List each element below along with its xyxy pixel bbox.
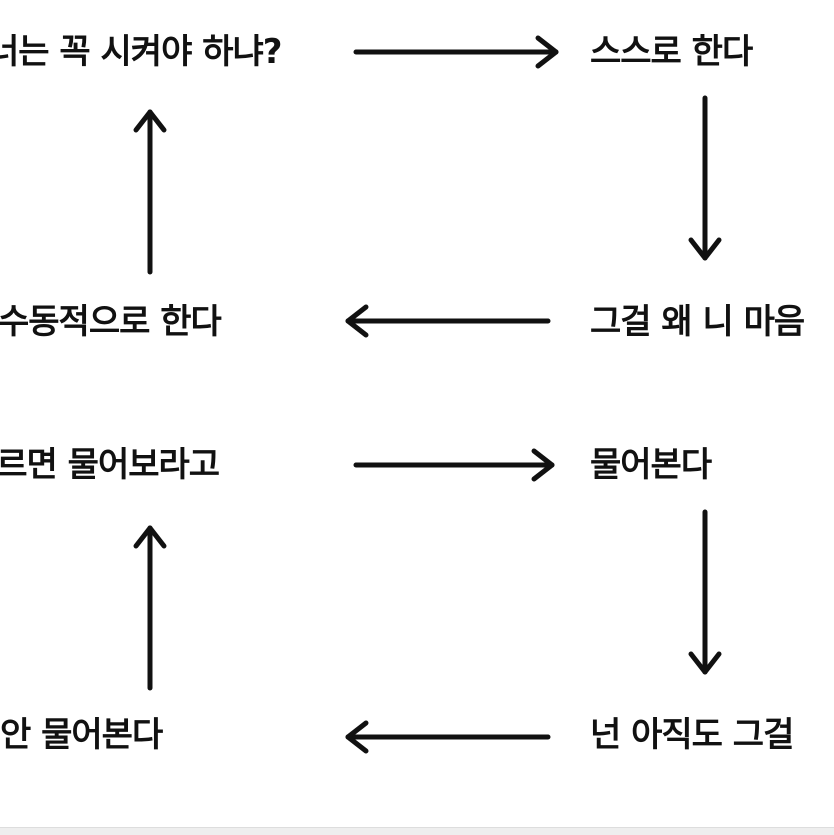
arrow-left-2 — [345, 720, 551, 754]
node-why-your-way: 그걸 왜 니 마음 — [590, 302, 805, 342]
arrow-left-1 — [345, 304, 551, 338]
arrow-right-2 — [353, 448, 555, 482]
node-does-passively: 수동적으로 한다 — [0, 302, 222, 342]
arrow-up-1 — [133, 109, 167, 275]
node-must-be-told: 너는 꼭 시켜야 하냐? — [0, 32, 282, 72]
node-does-on-own: 스스로 한다 — [590, 32, 753, 72]
arrow-right-1 — [353, 35, 559, 69]
arrow-up-2 — [133, 525, 167, 691]
node-ask-if-unsure: 모르면 물어보라고 — [0, 445, 220, 485]
node-asks: 물어본다 — [590, 445, 712, 485]
bottom-border — [0, 827, 834, 835]
node-still-dont-know: 넌 아직도 그걸 — [590, 715, 794, 755]
arrow-down-2 — [688, 509, 722, 675]
node-doesnt-ask: 안 물어본다 — [0, 715, 163, 755]
arrow-down-1 — [688, 95, 722, 261]
